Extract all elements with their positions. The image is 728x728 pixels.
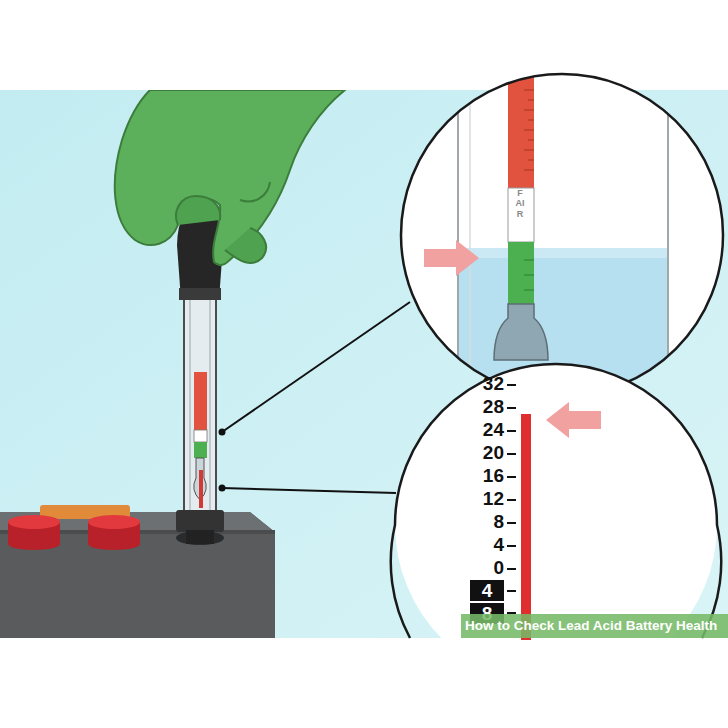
hydrometer-marking-text: FAIR (516, 188, 525, 219)
scale-number: 12 (448, 488, 504, 510)
scale-number-text: 24 (483, 419, 504, 440)
scale-number: 16 (448, 465, 504, 487)
watermark-band-text: How to Check Lead Acid Battery Health (465, 618, 717, 633)
hydrometer-marking: FAIR (514, 188, 526, 219)
scale-ticks (507, 385, 516, 613)
leader-line (222, 488, 396, 493)
scale-number-text: 12 (483, 488, 504, 509)
scale-number: 28 (448, 396, 504, 418)
scale-number-text: 32 (483, 373, 504, 394)
watermark-band: How to Check Lead Acid Battery Health (461, 614, 728, 638)
scale-number-text: 4 (493, 534, 504, 555)
scale-number-text: 16 (483, 465, 504, 486)
scale-number-text: 8 (493, 511, 504, 532)
scale-number: 0 (448, 557, 504, 579)
scale-number-text: 0 (493, 557, 504, 578)
scale-number: 32 (448, 373, 504, 395)
battery (0, 505, 275, 638)
scale-number: 4 (448, 534, 504, 556)
scale-number-text: 28 (483, 396, 504, 417)
scale-number: 24 (448, 419, 504, 441)
scale-number: 8 (448, 511, 504, 533)
gloved-hand (115, 90, 345, 265)
negative-scale-box-text: 4 (482, 580, 493, 601)
scale-number: 20 (448, 442, 504, 464)
scale-number-text: 20 (483, 442, 504, 463)
leader-line (222, 302, 410, 432)
negative-scale-box: 4 (470, 580, 504, 601)
